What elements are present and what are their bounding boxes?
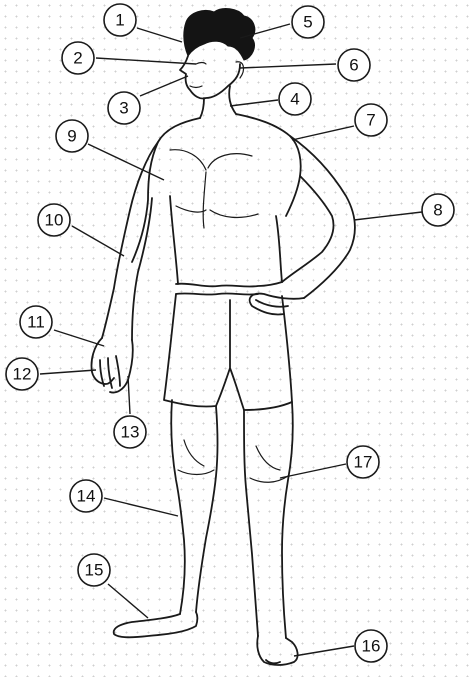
hand-hanging bbox=[90, 337, 134, 394]
leader-lines bbox=[39, 23, 423, 657]
callout-17-label: 17 bbox=[354, 453, 373, 472]
foot-left bbox=[112, 611, 199, 639]
callout-6-label: 6 bbox=[349, 56, 358, 75]
eye bbox=[195, 61, 207, 65]
callout-12-label: 12 bbox=[13, 365, 32, 384]
leader-16 bbox=[293, 645, 355, 657]
leader-4 bbox=[229, 99, 279, 107]
callout-6: 6 bbox=[337, 48, 371, 82]
chest-lines bbox=[169, 149, 259, 229]
leader-3 bbox=[139, 75, 189, 97]
neck bbox=[199, 85, 237, 119]
torso-sides bbox=[169, 195, 283, 285]
foot-right bbox=[256, 635, 299, 666]
callout-10-label: 10 bbox=[45, 211, 64, 230]
leader-2 bbox=[95, 57, 197, 65]
callout-2: 2 bbox=[61, 41, 95, 75]
leader-1 bbox=[136, 27, 183, 43]
hair bbox=[183, 8, 256, 61]
leader-15 bbox=[107, 583, 149, 619]
callout-9: 9 bbox=[55, 119, 89, 153]
callout-13-label: 13 bbox=[121, 423, 140, 442]
hand-on-hip bbox=[248, 292, 305, 316]
arm-hanging bbox=[101, 141, 159, 341]
leader-5 bbox=[239, 23, 291, 39]
arm-on-hip bbox=[281, 135, 356, 299]
leg-right bbox=[243, 401, 294, 639]
callout-17: 17 bbox=[346, 445, 380, 479]
callout-1: 1 bbox=[103, 3, 137, 37]
callout-5-label: 5 bbox=[303, 13, 312, 32]
callout-10: 10 bbox=[37, 203, 71, 237]
callout-14-label: 14 bbox=[77, 487, 96, 506]
leader-8 bbox=[353, 211, 423, 221]
torso-outline bbox=[131, 113, 302, 263]
leader-10 bbox=[71, 225, 125, 257]
callout-11: 11 bbox=[19, 305, 53, 339]
callout-16: 16 bbox=[354, 629, 388, 663]
callout-3-label: 3 bbox=[119, 99, 128, 118]
ear bbox=[235, 61, 245, 79]
callout-15: 15 bbox=[77, 553, 111, 587]
callout-9-label: 9 bbox=[67, 127, 76, 146]
callout-8: 8 bbox=[421, 193, 455, 227]
callout-7-label: 7 bbox=[366, 111, 375, 130]
callout-11-label: 11 bbox=[27, 313, 45, 332]
mouth bbox=[189, 85, 203, 89]
leader-6 bbox=[239, 63, 337, 69]
leader-14 bbox=[103, 497, 179, 517]
human-figure bbox=[90, 8, 356, 666]
callout-16-label: 16 bbox=[362, 637, 381, 656]
callout-3: 3 bbox=[107, 91, 141, 125]
shorts bbox=[163, 293, 293, 411]
callout-7: 7 bbox=[354, 103, 388, 137]
head-outline bbox=[179, 55, 241, 100]
leader-11 bbox=[53, 329, 105, 347]
waistband bbox=[175, 281, 283, 296]
leg-left bbox=[170, 399, 219, 615]
callout-15-label: 15 bbox=[85, 561, 104, 580]
leader-17 bbox=[279, 463, 347, 479]
leader-9 bbox=[87, 143, 165, 181]
leader-12 bbox=[39, 369, 97, 375]
callout-5: 5 bbox=[291, 5, 325, 39]
leader-13 bbox=[127, 375, 131, 415]
callouts: 1 2 3 4 5 6 7 8 9 10 11 12 13 14 15 16 1… bbox=[5, 3, 455, 663]
knee-lines bbox=[177, 439, 289, 483]
callout-14: 14 bbox=[69, 479, 103, 513]
leader-7 bbox=[291, 125, 355, 141]
callout-12: 12 bbox=[5, 357, 39, 391]
callout-13: 13 bbox=[113, 415, 147, 449]
callout-1-label: 1 bbox=[115, 11, 124, 30]
callout-2-label: 2 bbox=[73, 49, 82, 68]
callout-4: 4 bbox=[278, 82, 312, 116]
callout-4-label: 4 bbox=[290, 90, 299, 109]
callout-8-label: 8 bbox=[433, 201, 442, 220]
